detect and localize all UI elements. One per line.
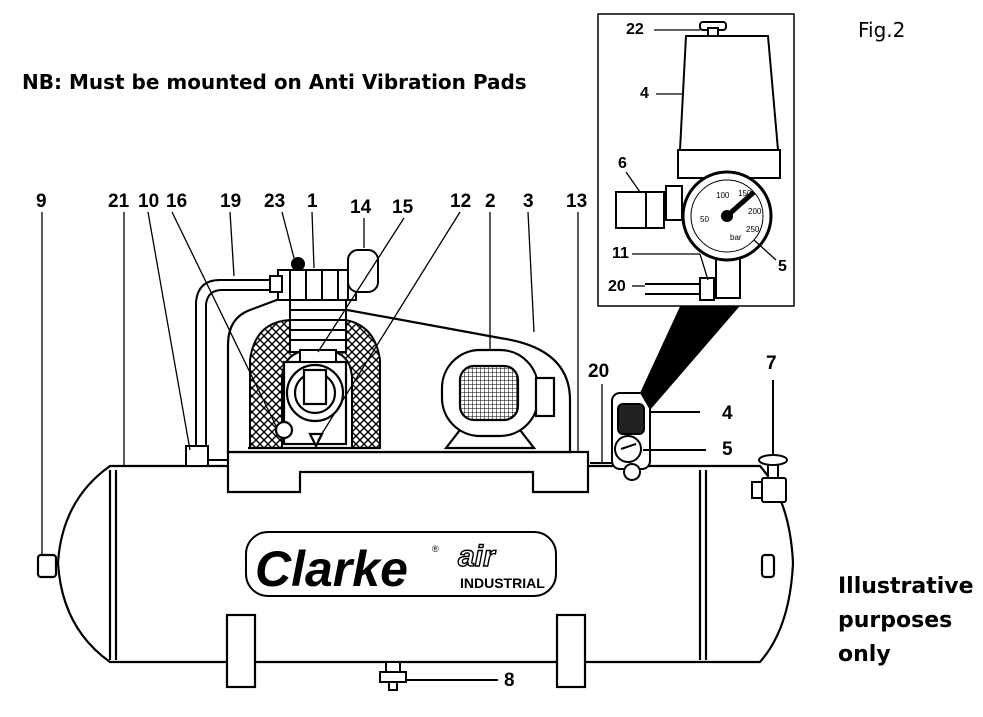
gauge-tick-50: 50 — [700, 215, 709, 224]
inset-callout-22: 22 — [626, 21, 644, 38]
inset-callout-20: 20 — [608, 278, 626, 295]
brand-logo: Clarke ® air INDUSTRIAL — [245, 531, 557, 597]
logo-registered: ® — [432, 544, 439, 554]
callout-20: 20 — [588, 361, 610, 382]
gauge-tick-250: 250 — [746, 225, 760, 234]
inset-callout-5: 5 — [778, 258, 787, 275]
base-plate — [226, 450, 590, 494]
gauge-tick-150: 150 — [738, 189, 752, 198]
pressure-switch — [590, 300, 745, 481]
illustrative-line-2: purposes — [838, 608, 953, 633]
gauge-tick-200: 200 — [748, 207, 762, 216]
callout-23: 23 — [264, 191, 286, 212]
callout-9: 9 — [36, 191, 47, 212]
tank-feet — [225, 613, 587, 689]
mounting-note: NB: Must be mounted on Anti Vibration Pa… — [22, 70, 527, 94]
callout-16: 16 — [166, 191, 188, 212]
callout-15: 15 — [392, 197, 414, 218]
pump-flywheel — [248, 360, 380, 450]
callout-10: 10 — [138, 191, 160, 212]
inset-callout-4: 4 — [640, 85, 649, 102]
callout-1: 1 — [307, 191, 318, 212]
callout-14: 14 — [350, 197, 372, 218]
callout-8: 8 — [504, 670, 515, 691]
callout-13: 13 — [566, 191, 588, 212]
callout-7: 7 — [766, 353, 777, 374]
callout-21: 21 — [108, 191, 130, 212]
callout-19: 19 — [220, 191, 242, 212]
detail-inset: 50 100 150 200 250 bar — [597, 13, 795, 307]
callout-2: 2 — [485, 191, 496, 212]
logo-industrial: INDUSTRIAL — [460, 575, 545, 591]
logo-wordmark: Clarke — [255, 541, 408, 597]
drain-valve — [379, 661, 498, 691]
electric-motor — [440, 348, 556, 450]
inset-callout-11: 11 — [612, 245, 629, 262]
inset-pressure-gauge: 50 100 150 200 250 bar — [681, 170, 773, 262]
gauge-unit: bar — [730, 233, 742, 242]
leader-lines — [41, 211, 603, 555]
illustrative-note: Illustrative purposes only — [838, 570, 974, 672]
callout-3: 3 — [523, 191, 534, 212]
callout-4: 4 — [722, 403, 733, 424]
illustrative-line-1: Illustrative — [838, 574, 974, 599]
callout-5: 5 — [722, 439, 733, 460]
outlet-valve — [751, 380, 788, 503]
pump-head — [269, 249, 379, 363]
logo-air: air — [458, 540, 497, 573]
figure-label: Fig.2 — [858, 18, 906, 42]
callout-12: 12 — [450, 191, 472, 212]
illustrative-line-3: only — [838, 642, 891, 667]
inset-callout-6: 6 — [618, 155, 627, 172]
gauge-tick-100: 100 — [716, 191, 730, 200]
